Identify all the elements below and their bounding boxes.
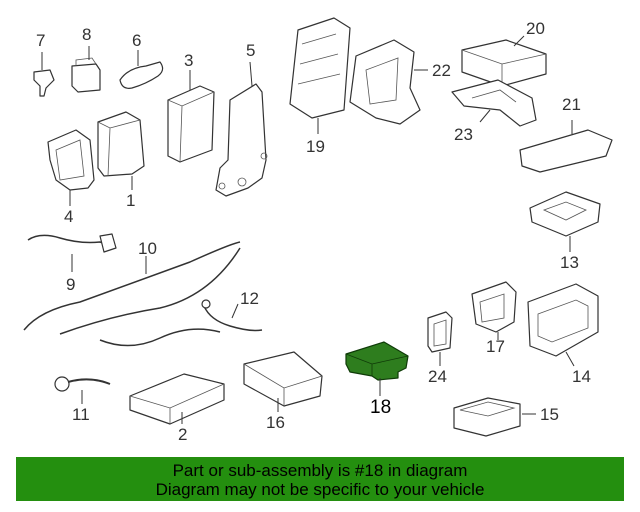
part-6-gasket (119, 50, 164, 89)
callout-21: 21 (562, 95, 581, 114)
callout-23: 23 (454, 125, 473, 144)
part-7-clip (33, 52, 55, 97)
part-20-unit (461, 35, 547, 87)
part-12-cable (201, 299, 263, 332)
callout-1: 1 (126, 191, 136, 210)
part-2-module (129, 373, 225, 425)
part-1-module (97, 111, 145, 190)
callout-18: 18 (370, 397, 392, 418)
part-15-unit (453, 397, 536, 437)
diagram-line-art (23, 17, 613, 437)
part-5-bracket (215, 61, 268, 197)
part-21-bracket (519, 120, 613, 173)
part-9-cable (27, 233, 117, 272)
banner-line-disclaimer: Diagram may not be specific to your vehi… (155, 480, 485, 499)
part-17-bracket (471, 281, 517, 340)
info-banner: Part or sub-assembly is #18 in diagram D… (16, 457, 624, 501)
callout-20: 20 (526, 19, 545, 38)
part-18-module-highlighted (345, 341, 409, 396)
callout-15: 15 (540, 405, 559, 424)
part-23-bracket (451, 79, 537, 127)
callout-12: 12 (240, 289, 259, 308)
part-11-clip (54, 376, 111, 404)
callout-4: 4 (64, 207, 74, 226)
callout-9: 9 (66, 275, 76, 294)
callout-24: 24 (428, 367, 447, 386)
part-8-relay (71, 46, 101, 93)
part-22-bracket (349, 39, 428, 125)
callout-13: 13 (560, 253, 579, 272)
callout-22: 22 (432, 61, 451, 80)
part-3-module (167, 70, 215, 163)
callout-5: 5 (246, 41, 256, 60)
part-24-connector (427, 311, 453, 366)
callout-17: 17 (486, 337, 505, 356)
callout-7: 7 (36, 31, 46, 50)
callout-11: 11 (72, 405, 90, 424)
part-13-module (529, 191, 601, 252)
callout-2: 2 (178, 425, 188, 444)
callout-19: 19 (306, 137, 325, 156)
callout-6: 6 (132, 31, 142, 50)
part-14-module (527, 283, 599, 367)
parts-diagram: 7 8 6 3 5 20 22 19 23 21 4 1 13 10 9 12 … (23, 17, 613, 444)
callout-10: 10 (138, 239, 157, 258)
callout-8: 8 (82, 25, 92, 44)
banner-line-part-number: Part or sub-assembly is #18 in diagram (172, 461, 468, 480)
part-4-bracket (47, 129, 95, 206)
callout-3: 3 (184, 51, 194, 70)
part-16-module (243, 351, 323, 412)
callout-16: 16 (266, 413, 285, 432)
callout-14: 14 (572, 367, 591, 386)
part-10-harness (23, 241, 241, 347)
part-19-module (289, 17, 351, 134)
